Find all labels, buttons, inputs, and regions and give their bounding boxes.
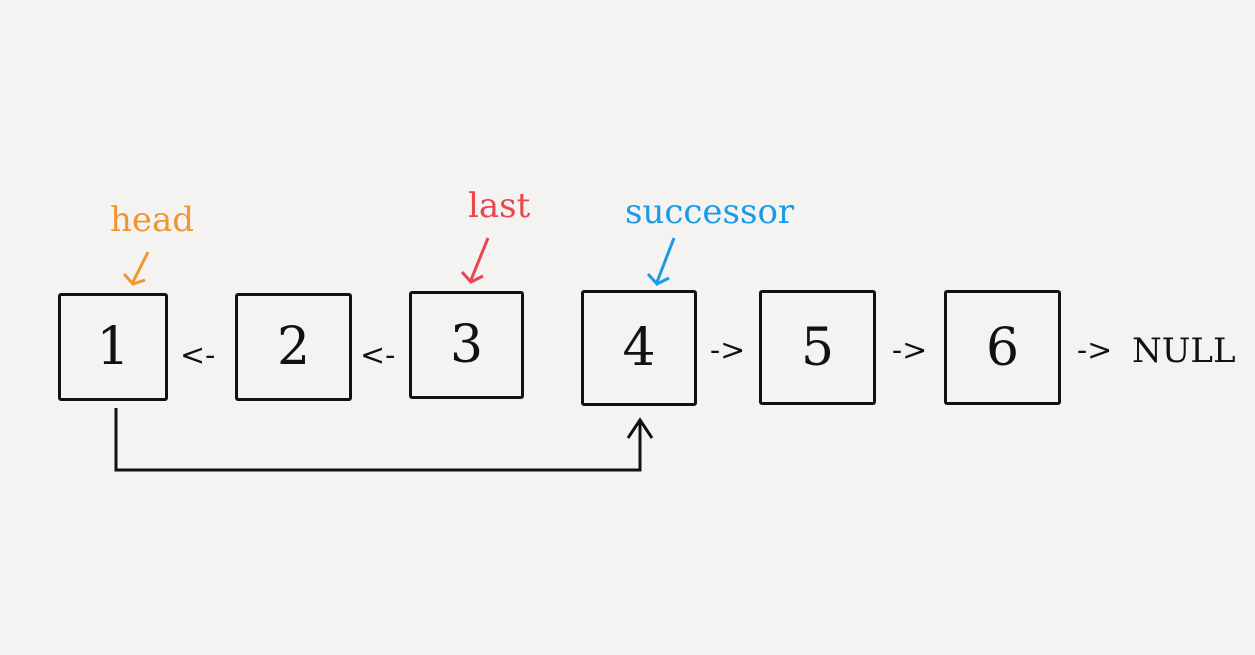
node-4: 4 bbox=[581, 290, 697, 406]
head-label: head bbox=[110, 200, 195, 240]
null-label: NULL bbox=[1132, 331, 1236, 371]
arrow-back: <- bbox=[360, 338, 396, 373]
head-pointer-icon bbox=[122, 251, 150, 286]
last-pointer-icon bbox=[460, 237, 490, 284]
successor-pointer-icon bbox=[646, 237, 676, 286]
node-5: 5 bbox=[759, 290, 876, 405]
arrow-forward: -> bbox=[1077, 333, 1113, 368]
node-2: 2 bbox=[235, 293, 352, 401]
arrow-forward: -> bbox=[710, 333, 746, 368]
head-to-successor-line bbox=[114, 408, 642, 472]
node-3: 3 bbox=[409, 291, 524, 399]
node-1: 1 bbox=[58, 293, 168, 401]
arrow-forward: -> bbox=[892, 333, 928, 368]
up-arrowhead-icon bbox=[626, 417, 654, 439]
last-label: last bbox=[468, 186, 531, 226]
node-6: 6 bbox=[944, 290, 1061, 405]
successor-label: successor bbox=[625, 192, 795, 232]
arrow-back: <- bbox=[180, 338, 216, 373]
